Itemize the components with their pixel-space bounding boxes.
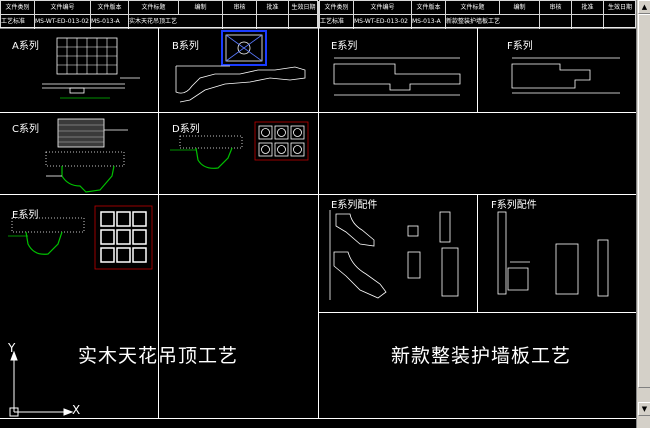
title-wall-panel-craft: 新款整装护墙板工艺 (391, 345, 572, 367)
header-cell: 文件标题 (446, 1, 500, 15)
e-series-left-drawing (8, 205, 153, 270)
b-series-drawing (175, 30, 306, 103)
header-cell: 编制 (500, 1, 540, 15)
header-cell: 文件编号 (35, 1, 91, 15)
header-cell: 文件编号 (354, 1, 412, 15)
header-value (572, 15, 604, 29)
panel-label-d: D系列 (172, 124, 200, 135)
header-value: MS-013-A (412, 15, 446, 29)
header-value: MS-WT-ED-013-02 (354, 15, 412, 29)
panel-label-a: A系列 (12, 41, 39, 52)
scroll-up-button[interactable]: ▲ (638, 0, 650, 14)
header-value: 工艺标准 (320, 15, 354, 29)
header-cell: 文件类别 (320, 1, 354, 15)
ucs-icon (9, 350, 74, 417)
a-series-drawing (42, 37, 140, 99)
panel-label-b: B系列 (172, 41, 199, 52)
header-cell: 生效日期 (604, 1, 636, 15)
header-value: MS-WT-ED-013-02 (35, 15, 91, 29)
header-cell: 审核 (540, 1, 572, 15)
d-series-drawing (170, 121, 309, 169)
header-cell: 审核 (223, 1, 257, 15)
scroll-thumb[interactable] (638, 14, 650, 388)
header-cell: 文件类别 (1, 1, 35, 15)
f-series-top-drawing (511, 57, 620, 94)
panel-label-e-top: E系列 (331, 41, 358, 52)
header-cell: 文件标题 (129, 1, 179, 15)
header-value (540, 15, 572, 29)
header-cell: 编制 (179, 1, 223, 15)
title-ceiling-craft: 实木天花吊顶工艺 (78, 345, 239, 367)
c-series-drawing (45, 118, 128, 193)
header-value: MS-013-A (91, 15, 129, 29)
header-value (257, 15, 289, 29)
scroll-down-button[interactable]: ▼ (638, 402, 650, 416)
header-value (223, 15, 257, 29)
panel-label-e-left: E系列 (12, 210, 39, 221)
header-cell: 生效日期 (289, 1, 319, 15)
vertical-scrollbar[interactable]: ▲ ▼ (636, 0, 650, 428)
f-parts-drawing (497, 211, 609, 297)
header-value: 实木天花吊顶工艺 (129, 15, 223, 29)
e-parts-drawing (329, 210, 459, 300)
panel-label-f-top: F系列 (507, 41, 533, 52)
header-cell: 批准 (572, 1, 604, 15)
e-series-top-drawing (333, 57, 461, 96)
panel-label-f-parts: F系列配件 (491, 200, 537, 211)
header-value (289, 15, 319, 29)
header-value: 工艺标准 (1, 15, 35, 29)
panel-label-c: C系列 (12, 124, 39, 135)
panel-label-e-parts: E系列配件 (331, 200, 378, 211)
header-value: 新款整装护墙板工艺 (446, 15, 540, 29)
drawing-linework (0, 27, 636, 419)
header-cell: 批准 (257, 1, 289, 15)
cad-drawing-area[interactable]: 文件类别 文件编号 文件版本 文件标题 编制 审核 批准 生效日期 工艺标准 M… (0, 0, 636, 428)
ucs-x-label: X (72, 403, 81, 417)
header-cell: 文件版本 (412, 1, 446, 15)
header-cell: 文件版本 (91, 1, 129, 15)
ucs-y-label: Y (8, 341, 16, 355)
